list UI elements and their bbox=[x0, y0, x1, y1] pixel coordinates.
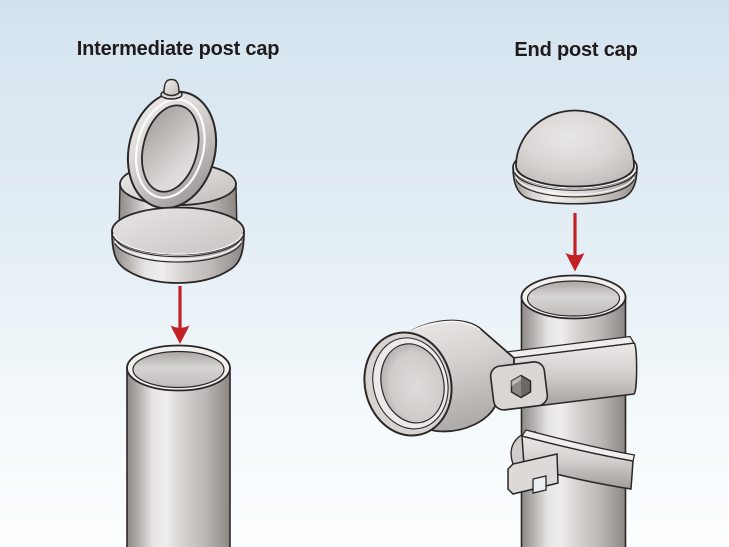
cap-flange bbox=[111, 206, 245, 284]
post-top-opening bbox=[132, 350, 225, 389]
cap-knob bbox=[160, 78, 183, 100]
flange-ridges bbox=[112, 233, 244, 263]
brace-band-slot bbox=[532, 475, 547, 494]
intermediate-post-cap bbox=[111, 78, 245, 284]
bolt-facet-shadow bbox=[521, 375, 531, 398]
eye-ring-highlight bbox=[134, 98, 206, 199]
eye-ring bbox=[126, 90, 218, 210]
arrow-head bbox=[170, 325, 190, 344]
end-post-cap bbox=[512, 109, 638, 205]
end-post bbox=[520, 274, 627, 547]
post-top-opening bbox=[526, 280, 621, 317]
post-body bbox=[126, 367, 231, 547]
bolt-facet-light bbox=[511, 375, 521, 387]
intermediate-post-cap-label: Intermediate post cap bbox=[76, 38, 280, 60]
dome bbox=[515, 109, 635, 188]
intermediate-post bbox=[126, 344, 231, 547]
knob-dome bbox=[163, 78, 180, 97]
down-arrow-icon bbox=[170, 286, 190, 344]
cup-cavity bbox=[380, 343, 445, 424]
cup-rim bbox=[363, 331, 453, 437]
hex-bolt-icon bbox=[510, 374, 532, 399]
brace-band-top-surface bbox=[521, 429, 636, 462]
arrow-head bbox=[565, 253, 585, 272]
eye-ring-hole bbox=[141, 104, 200, 193]
end-post-cap-label: End post cap bbox=[514, 39, 638, 61]
down-arrow-icon bbox=[565, 213, 585, 272]
rail-end-cup bbox=[363, 319, 549, 437]
brace-band bbox=[507, 429, 636, 495]
post-body bbox=[520, 296, 627, 547]
bolt-head bbox=[510, 374, 532, 399]
